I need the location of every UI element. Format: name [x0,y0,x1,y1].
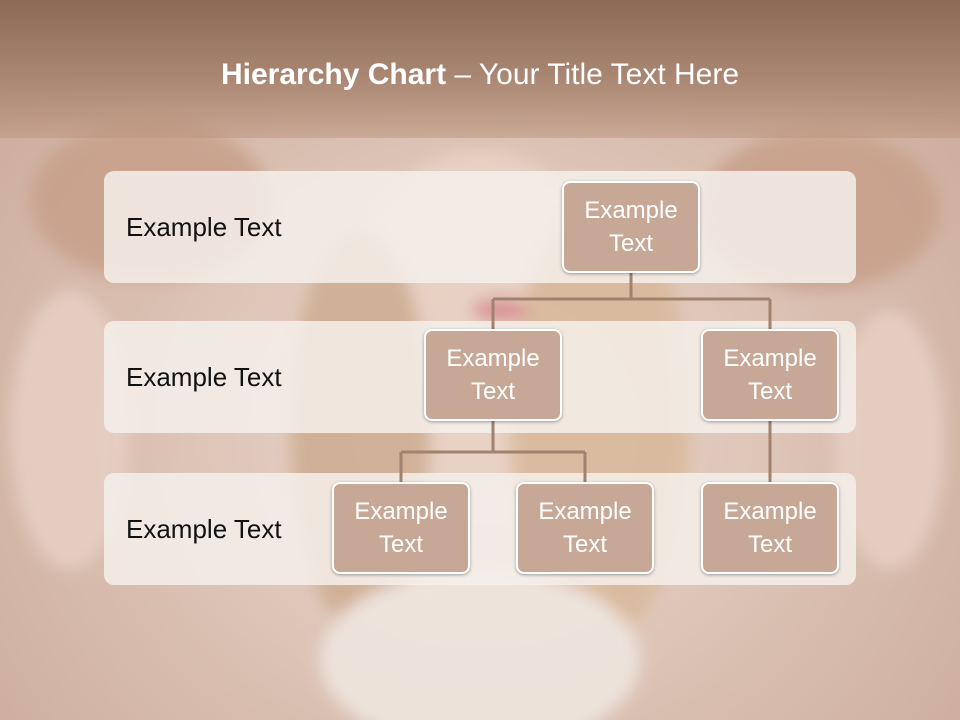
title-rest: Your Title Text Here [478,58,740,91]
node-mid-right[interactable]: Example Text [701,329,839,421]
level-band-1: Example Text [104,171,856,283]
node-leaf-1[interactable]: Example Text [332,482,470,574]
title-bar [0,0,960,138]
level-label-2: Example Text [126,362,282,392]
title-separator: – [446,58,479,91]
connector-root-to-mid [491,273,772,329]
node-mid-left[interactable]: Example Text [424,329,562,421]
slide-title: Hierarchy Chart – Your Title Text Here [0,52,960,98]
node-leaf-3[interactable]: Example Text [701,482,839,574]
node-leaf-2[interactable]: Example Text [516,482,654,574]
level-label-3: Example Text [126,514,282,544]
title-bold: Hierarchy Chart [220,58,447,91]
node-root[interactable]: Example Text [562,181,700,273]
level-label-1: Example Text [126,212,282,242]
connector-midleft-to-leaves [399,421,587,482]
